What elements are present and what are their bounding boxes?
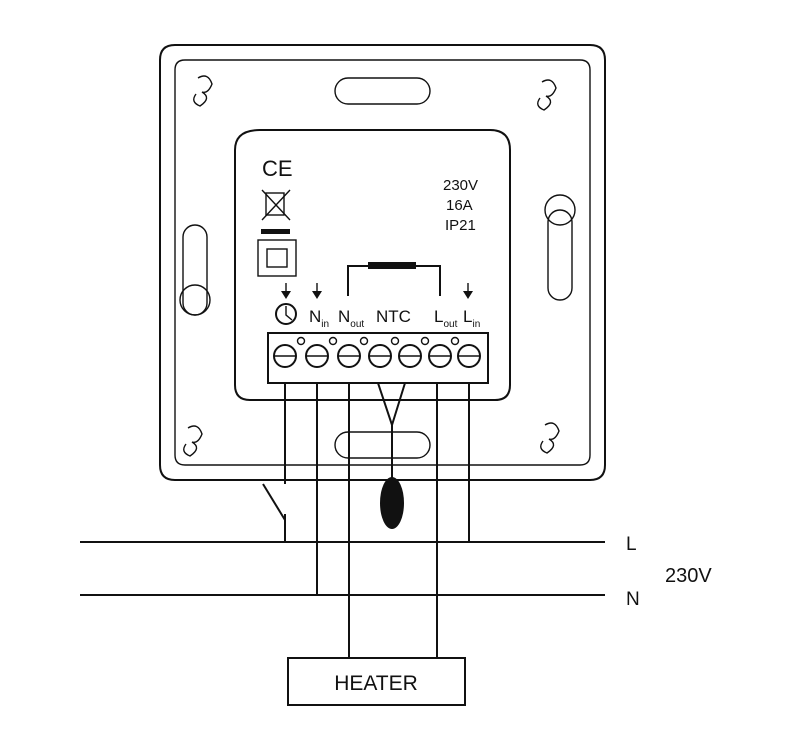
internal-resistor: [347, 262, 441, 296]
double-insulation-icon: [257, 239, 297, 277]
wires: [262, 382, 470, 658]
mounting-plate: [159, 44, 606, 481]
mains-l-label: L: [626, 534, 637, 555]
clock-icon: [275, 303, 297, 325]
ce-mark: CE: [262, 156, 293, 181]
bar-mark: [261, 229, 290, 234]
label-ntc: NTC: [376, 307, 411, 326]
screw-slot-icon: [183, 75, 560, 457]
rating-current: 16A: [446, 197, 473, 214]
mains-n-label: N: [626, 589, 640, 610]
label-l-out: Lout: [434, 307, 458, 330]
terminal-block: [267, 332, 489, 384]
thermostat-body: CE 230V 16A IP21 Nin No: [234, 129, 511, 401]
heater-label: HEATER: [334, 672, 418, 695]
terminal-screw: [273, 344, 481, 368]
heater-box: [287, 657, 466, 706]
ntc-sensor: [380, 477, 404, 529]
weee-bin-icon: [261, 189, 291, 221]
mains-voltage-label: 230V: [665, 565, 712, 587]
rating-voltage: 230V: [443, 177, 478, 194]
switch-icon: [262, 483, 286, 521]
label-n-in: Nin: [309, 307, 329, 330]
arrow-down-icon: [281, 283, 473, 299]
label-l-in: Lin: [463, 307, 480, 330]
rating-ip: IP21: [445, 217, 476, 234]
label-n-out: Nout: [338, 307, 364, 330]
